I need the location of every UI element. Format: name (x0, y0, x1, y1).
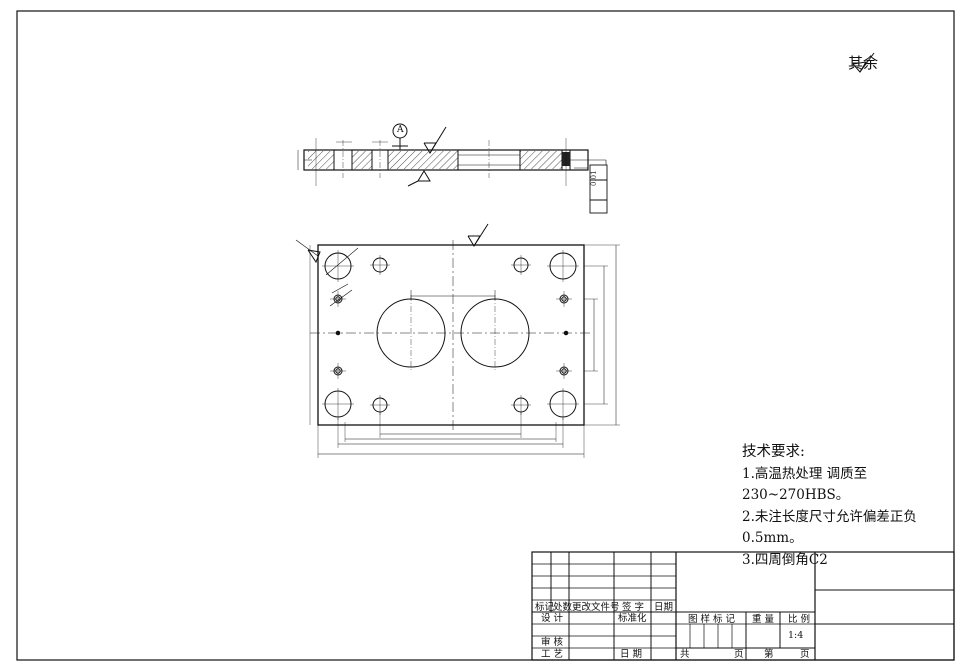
tb-review: 审 核 (541, 637, 564, 648)
tb-change-doc: 更改文件号 (572, 602, 620, 613)
section-hatch-2 (352, 151, 372, 169)
datum-a-label: A (397, 125, 404, 135)
tech-line: 1.高温热处理 调质至 (742, 465, 868, 482)
tb-pattern-mark: 图 样 标 记 (688, 614, 736, 625)
tb-mark: 标记 (535, 602, 555, 613)
roughness-icon (307, 249, 321, 264)
title-block (531, 551, 955, 661)
tech-line: 3.四周倒角C2 (742, 551, 828, 568)
section-hatch-1 (308, 151, 334, 169)
tb-sheet-unit: 页 (734, 649, 744, 660)
tech-title: 技术要求: (742, 444, 805, 460)
section-view (297, 123, 608, 214)
tech-line: 2.未注长度尺寸允许偏差正负 (742, 508, 917, 525)
tb-scale-value: 1:4 (788, 630, 804, 641)
tb-total: 共 (680, 649, 690, 660)
tb-count: 处数 (553, 602, 573, 613)
tech-line: 230~270HBS。 (742, 487, 850, 503)
tb-sign: 签 字 (622, 602, 645, 613)
tb-design: 设 计 (541, 613, 564, 624)
roughness-icon (417, 170, 431, 182)
section-hatch-3 (388, 151, 458, 169)
tolerance-value: 0.01 (590, 170, 598, 186)
plan-view (295, 223, 620, 458)
roughness-check-icon (852, 52, 875, 73)
tb-date-header: 日期 (654, 602, 674, 613)
tb-date: 日 期 (620, 649, 643, 660)
roughness-note: 其余 (848, 52, 878, 73)
tb-standardize: 标准化 (618, 613, 647, 624)
tb-process: 工 艺 (541, 649, 564, 660)
sheet-border (16, 10, 955, 661)
tech-requirements: 技术要求: 1.高温热处理 调质至 230~270HBS。 2.未注长度尺寸允许… (742, 442, 917, 571)
section-hatch-4 (520, 151, 562, 169)
tb-weight: 重 量 (752, 614, 775, 625)
tb-scale: 比 例 (788, 614, 811, 625)
plate-outline (317, 244, 585, 426)
tb-sheet-unit2: 页 (800, 649, 810, 660)
tech-line: 0.5mm。 (742, 530, 803, 546)
tolerance-frame (589, 164, 608, 214)
tb-sheet-no: 第 (764, 649, 774, 660)
